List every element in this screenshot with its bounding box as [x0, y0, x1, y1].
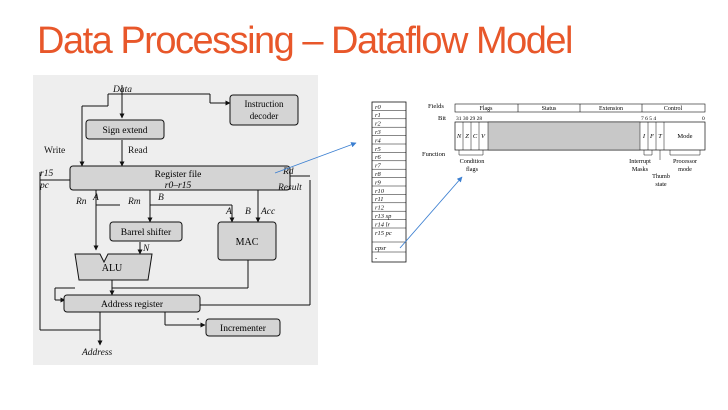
status-field: Status [542, 106, 557, 112]
alu-shape: ALU [74, 253, 153, 281]
f-bit: F [649, 133, 655, 140]
register-entry: r3 [375, 129, 382, 136]
register-entry: r15 pc [375, 230, 392, 237]
z-flag: Z [465, 133, 469, 140]
instruction-decoder-label-1: Instruction [245, 99, 284, 109]
register-entry: r9 [375, 179, 382, 186]
register-file-range: r0–r15 [165, 181, 192, 191]
rd-label: Rd [282, 167, 294, 177]
mac-label: MAC [236, 237, 259, 248]
processor-mode-1: Processor [673, 158, 697, 165]
register-entry: r11 [375, 196, 384, 203]
incrementer-label: Incrementer [220, 324, 267, 334]
r15-label: r15 [40, 169, 53, 179]
condition-flags-1: Condition [460, 158, 485, 165]
acc-label: Acc [260, 207, 276, 217]
data-label: Data [112, 85, 132, 95]
mac-b-label: B [245, 207, 251, 217]
a-label: A [92, 193, 99, 203]
address-register-box: Address register [63, 294, 201, 313]
bit-zero: 0 [702, 116, 705, 122]
register-entry: r5 [375, 146, 382, 153]
instruction-decoder-box: Instruction decoder [229, 94, 299, 126]
register-entry: r13 sp [375, 213, 392, 220]
bits-left: 31 30 29 28 [456, 116, 482, 122]
alu-label: ALU [102, 263, 123, 274]
register-entry: r4 [375, 137, 382, 144]
i-bit: I [642, 133, 646, 140]
address-register-label: Address register [101, 300, 164, 310]
dataflow-wires [39, 85, 311, 346]
function-label: Function [422, 151, 446, 158]
bit-label: Bit [438, 115, 446, 122]
register-entry: r14 lr [375, 221, 390, 228]
incrementer-box: Incrementer [205, 318, 281, 337]
instruction-decoder-label-2: decoder [250, 111, 278, 121]
flags-field: Flags [479, 106, 493, 112]
mac-box: MAC [217, 221, 277, 261]
rm-label: Rm [127, 197, 141, 207]
barrel-shifter-label: Barrel shifter [121, 227, 172, 238]
register-entry: r6 [375, 154, 382, 161]
sign-extend-box: Sign extend [85, 119, 165, 140]
mode-field: Mode [677, 133, 692, 140]
interrupt-masks-1: Interrupt [629, 158, 651, 165]
register-entry: r8 [375, 171, 382, 178]
pc-label: pc [39, 181, 50, 191]
bits-right: 7 6 5 4 [641, 116, 656, 122]
read-label: Read [128, 146, 148, 156]
cpsr-label: cpsr [375, 245, 387, 252]
register-entry: r1 [375, 112, 381, 119]
mac-a-label: A [225, 207, 232, 217]
register-entry: r0 [375, 104, 382, 111]
thumb-state-1: Thumb [652, 173, 670, 180]
sign-extend-label: Sign extend [102, 126, 147, 136]
rn-label: Rn [75, 197, 87, 207]
register-entry: r2 [375, 121, 382, 128]
address-label: Address [81, 348, 113, 358]
interrupt-masks-2: Masks [632, 166, 649, 173]
control-field: Control [664, 106, 683, 112]
c-flag: C [473, 133, 478, 140]
v-flag: V [481, 133, 486, 140]
psr-diagram: Fields Bit Function Flags Status Extensi… [422, 103, 706, 188]
processor-mode-2: mode [678, 166, 692, 173]
register-entry: r12 [375, 205, 385, 212]
t-bit: T [658, 133, 662, 140]
register-file-arrow [274, 142, 357, 174]
condition-flags-2: flags [466, 166, 479, 173]
write-label: Write [44, 146, 65, 156]
cpsr-arrow [399, 176, 463, 249]
extension-field: Extension [599, 106, 623, 112]
register-file-box: Register file r0–r15 [69, 165, 291, 191]
n-flag: N [456, 133, 462, 140]
register-entry: r10 [375, 188, 385, 195]
result-label: Result [277, 183, 302, 193]
thumb-state-2: state [655, 181, 667, 188]
register-entry: r7 [375, 163, 382, 170]
spsr-label: - [375, 255, 377, 262]
slide-title: Data Processing – Dataflow Model [37, 20, 573, 62]
register-file-label: Register file [155, 169, 202, 180]
barrel-shifter-box: Barrel shifter [109, 221, 183, 242]
b-label: B [158, 193, 164, 203]
n-label: N [142, 244, 150, 254]
fields-label: Fields [428, 103, 444, 110]
